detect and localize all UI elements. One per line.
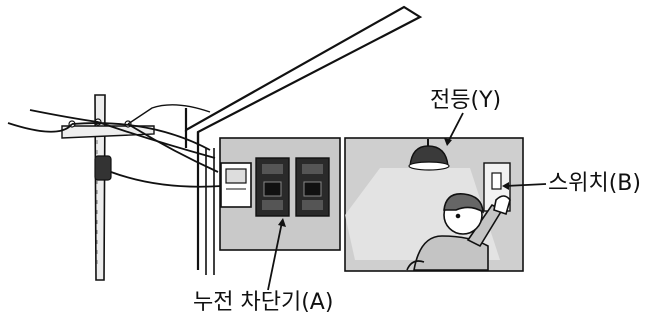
leader-lines bbox=[267, 112, 547, 291]
person-icon bbox=[406, 193, 511, 271]
circuit-breaker-icon bbox=[295, 157, 330, 217]
power-lines-icon bbox=[7, 104, 223, 188]
circuit-breaker-icon bbox=[255, 157, 290, 217]
ceiling-lamp-icon bbox=[408, 139, 450, 171]
utility-pole-icon bbox=[61, 94, 155, 281]
electric-meter-icon bbox=[220, 162, 252, 208]
breaker-label: 누전 차단기(A) bbox=[193, 290, 334, 315]
lamp-label: 전등(Y) bbox=[430, 88, 502, 113]
switch-label: 스위치(B) bbox=[548, 171, 641, 196]
